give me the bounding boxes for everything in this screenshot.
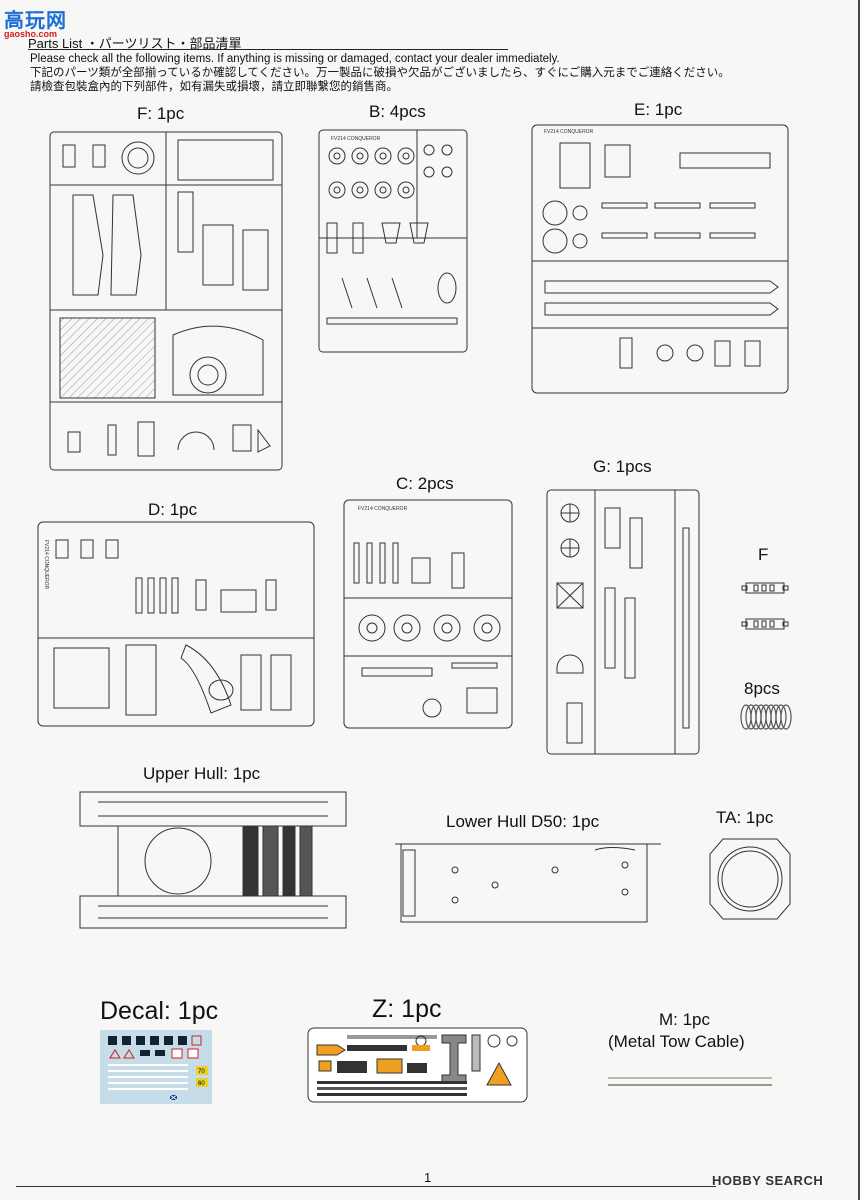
- sprue-g-label: G: 1pcs: [593, 457, 652, 476]
- sprue-d-tag: FV214 CONQUEROR: [43, 540, 49, 590]
- sprue-b-label: B: 4pcs: [369, 102, 426, 121]
- page-number: 1: [424, 1170, 432, 1185]
- tow-cable-drawing: [608, 1077, 772, 1086]
- note-english: Please check all the following items. If…: [30, 53, 560, 65]
- sprue-c-tag: FV214 CONQUEROR: [358, 506, 408, 512]
- sprue-d-drawing: FV214 CONQUEROR: [37, 521, 315, 727]
- decal-label: Decal: 1pc: [100, 997, 219, 1025]
- note-chinese: 請檢查包裝盒內的下列部件，如有漏失或損壞，請立即聯繫您的銷售商。: [30, 81, 398, 93]
- decal-sheet-drawing: 70 60: [100, 1030, 212, 1104]
- pe-label: Z: 1pc: [372, 995, 442, 1023]
- sprue-g-drawing: [546, 489, 700, 755]
- track-count-label: 8pcs: [744, 679, 780, 698]
- upper-hull-drawing: [79, 791, 347, 929]
- lower-hull-label: Lower Hull D50: 1pc: [446, 812, 600, 831]
- sprue-e-label: E: 1pc: [634, 100, 683, 119]
- sprue-b-tag: FV214 CONQUEROR: [331, 136, 381, 142]
- ta-ring-drawing: [709, 838, 791, 920]
- sprue-c-drawing: FV214 CONQUEROR: [343, 499, 513, 729]
- decal-number-60: 60: [198, 1081, 205, 1087]
- cable-label-line1: M: 1pc: [659, 1010, 711, 1029]
- sprue-e-tag: FV214 CONQUEROR: [544, 129, 594, 135]
- hobbysearch-logo: HOBBY SEARCH: [712, 1173, 824, 1188]
- page-title: Parts List ・パーツリスト・部品清單: [28, 36, 242, 51]
- sprue-f-label: F: 1pc: [137, 104, 185, 123]
- ta-label: TA: 1pc: [716, 808, 774, 827]
- title-underline: [28, 49, 508, 50]
- upper-hull-label: Upper Hull: 1pc: [143, 764, 261, 783]
- sprue-d-label: D: 1pc: [148, 500, 198, 519]
- decal-number-70: 70: [198, 1069, 205, 1075]
- cable-label-line2: (Metal Tow Cable): [608, 1032, 745, 1051]
- footer-line: [16, 1186, 716, 1187]
- note-japanese: 下記のパーツ類が全部揃っているか確認してください。万一製品に破損や欠品がございま…: [30, 67, 730, 79]
- track-links-drawing: [741, 582, 789, 630]
- spring-coil-drawing: [740, 704, 792, 730]
- sprue-c-label: C: 2pcs: [396, 474, 454, 493]
- sprue-b-drawing: FV214 CONQUEROR: [318, 129, 468, 353]
- pe-fret-drawing: [307, 1027, 528, 1103]
- sprue-e-drawing: FV214 CONQUEROR: [531, 124, 789, 394]
- lower-hull-drawing: [395, 843, 661, 923]
- track-label: F: [758, 545, 769, 564]
- sprue-f-drawing: [49, 131, 283, 471]
